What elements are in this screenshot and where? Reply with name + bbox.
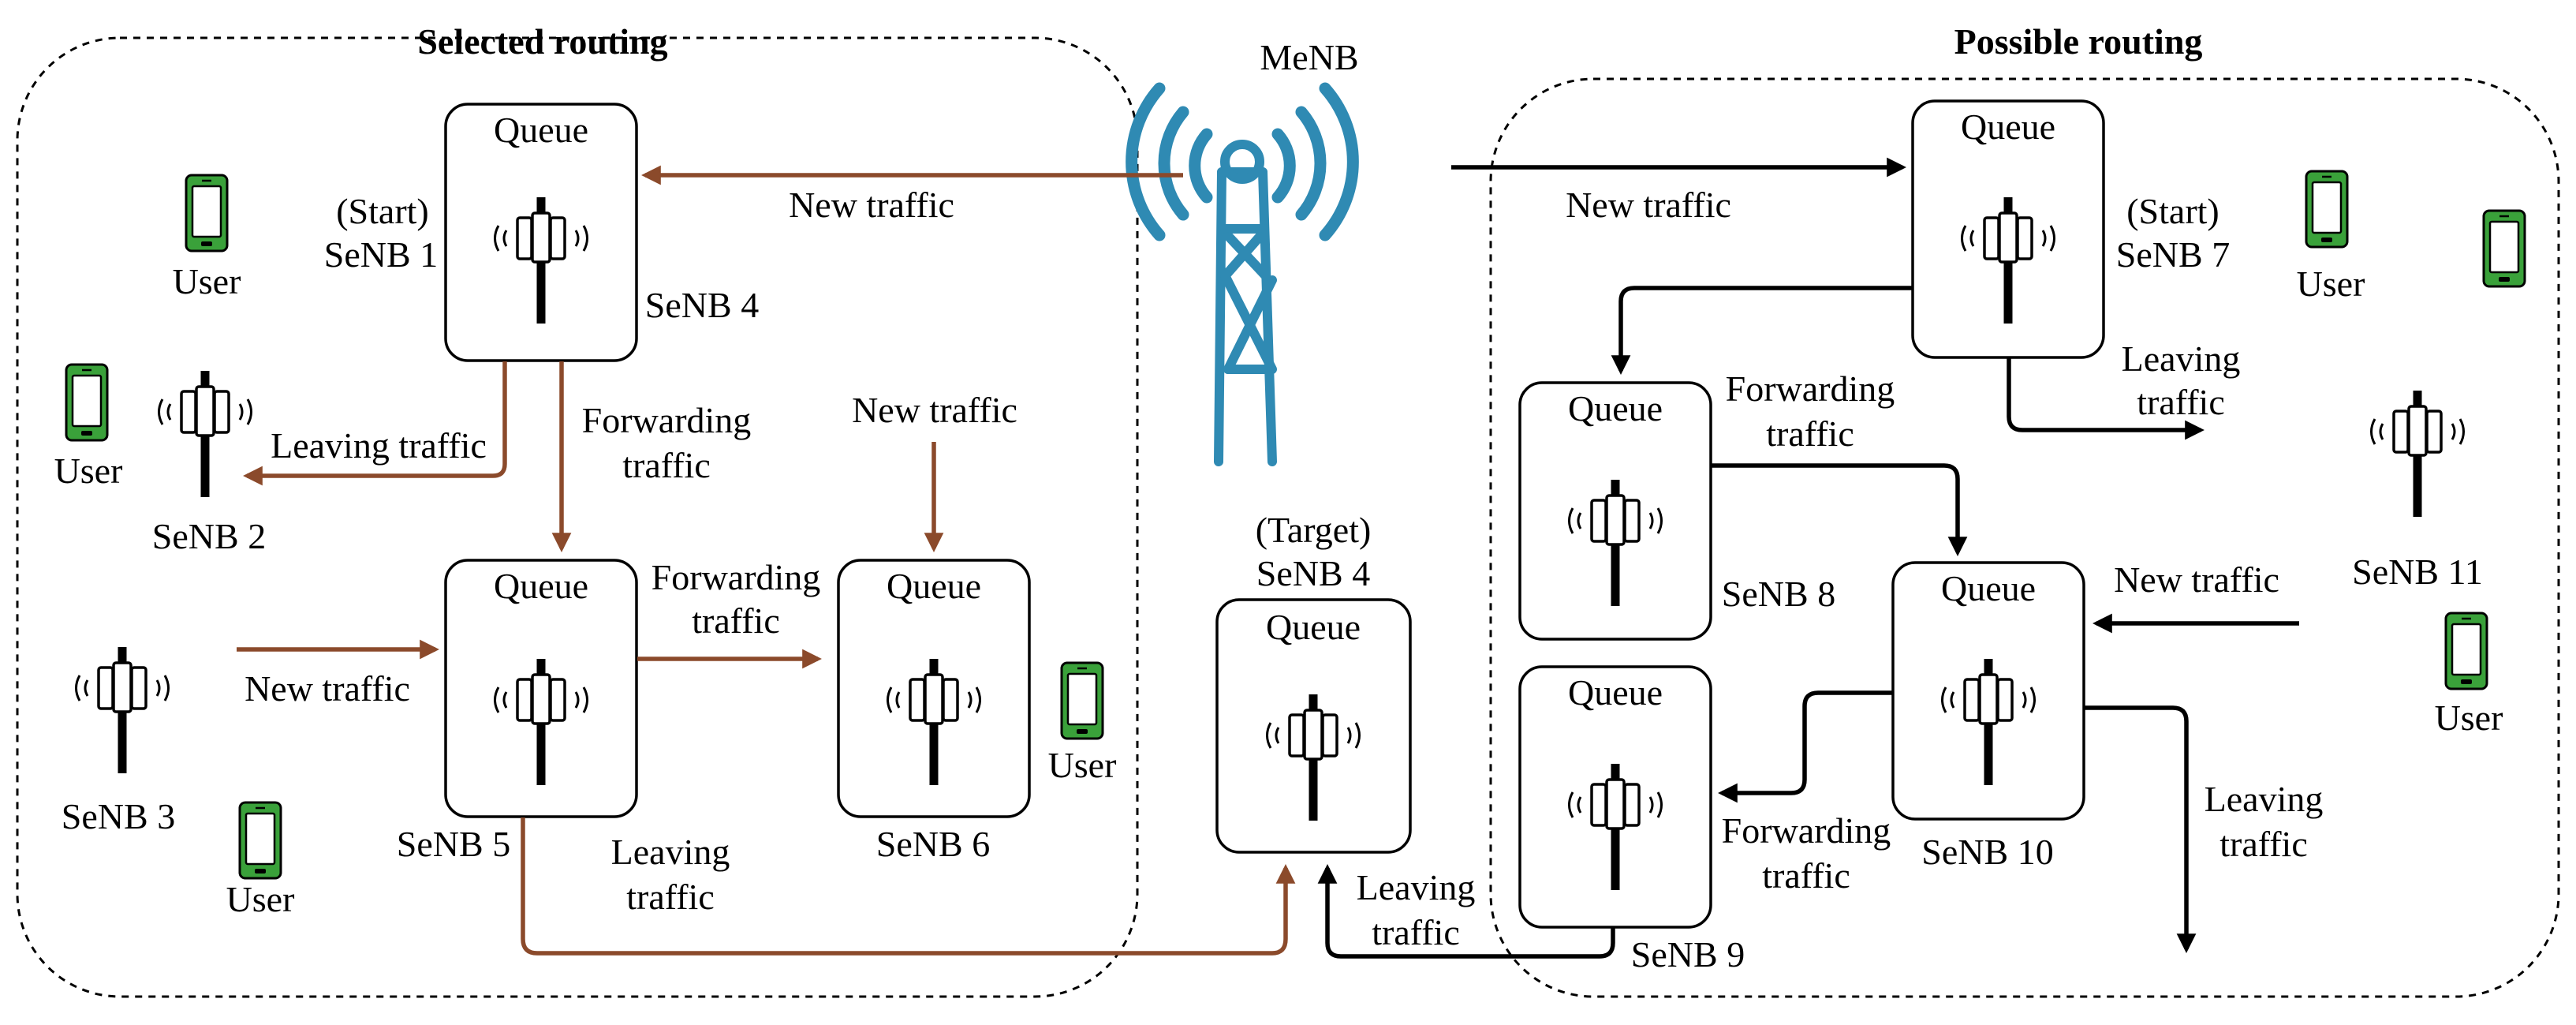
- senb3-label: SeNB 3: [62, 796, 175, 836]
- senb1-start-label: (Start): [336, 191, 429, 231]
- small-cell-antenna-icon: [2372, 391, 2464, 517]
- smartphone-icon: [65, 363, 109, 442]
- traffic-label: traffic: [1766, 413, 1854, 454]
- leaving-label: Leaving: [2122, 339, 2241, 379]
- cell-tower-icon: [1126, 82, 1359, 466]
- traffic-label: traffic: [1762, 855, 1850, 896]
- leaving-label: Leaving: [1357, 867, 1476, 907]
- possible-routing-region: [1489, 77, 2560, 998]
- traffic-label: traffic: [626, 877, 715, 917]
- queue-box-senb8: Queue: [1518, 381, 1712, 641]
- traffic-label: traffic: [692, 600, 780, 641]
- forwarding-label: Forwarding: [651, 557, 821, 597]
- leaving-traffic-arrow-senb1: [243, 361, 507, 486]
- forwarding-arrow-senb10-to-senb9: [1718, 690, 1893, 803]
- senb4-target-label: SeNB 4: [1256, 553, 1370, 593]
- smartphone-icon: [2482, 209, 2526, 288]
- senb10-label: SeNB 10: [1921, 832, 2053, 872]
- user-label: User: [173, 261, 241, 301]
- senb9-label: SeNB 9: [1631, 934, 1745, 974]
- smartphone-icon: [2444, 612, 2488, 690]
- new-traffic-label: New traffic: [1566, 185, 1731, 225]
- queue-label: Queue: [1941, 568, 2036, 608]
- queue-label: Queue: [1266, 607, 1361, 647]
- leaving-traffic-arrow-senb10: [2085, 705, 2197, 953]
- forwarding-arrow-senb8-to-senb10: [1712, 463, 1968, 556]
- leaving-traffic-arrow-senb7: [2007, 357, 2205, 440]
- user-label: User: [2297, 264, 2365, 304]
- senb2-label: SeNB 2: [152, 516, 266, 556]
- smartphone-icon: [238, 801, 282, 880]
- senb8-label: SeNB 8: [1722, 574, 1835, 614]
- selected-routing-region: [16, 36, 1139, 998]
- traffic-label: traffic: [2219, 824, 2308, 864]
- leaving-traffic-arrow-senb5-to-senb4: [521, 817, 1296, 956]
- user-label: User: [54, 451, 123, 491]
- traffic-label: traffic: [1372, 912, 1460, 952]
- user-label: User: [1048, 745, 1117, 785]
- leaving-label: Leaving: [611, 832, 730, 872]
- queue-label: Queue: [1568, 388, 1663, 428]
- senb7-start-label: (Start): [2126, 191, 2219, 231]
- queue-box-senb10: Queue: [1891, 561, 2085, 821]
- senb4-target-prefix: (Target): [1256, 510, 1372, 550]
- queue-label: Queue: [887, 566, 981, 606]
- senb1-label: SeNB 1: [324, 234, 438, 275]
- traffic-label: traffic: [622, 445, 711, 485]
- leaving-label: Leaving: [2205, 779, 2324, 819]
- senb6-label: SeNB 6: [876, 824, 990, 864]
- forwarding-label: Forwarding: [1726, 368, 1895, 409]
- queue-box-senb5: Queue: [444, 559, 638, 818]
- queue-label: Queue: [1568, 672, 1663, 713]
- forwarding-label: Forwarding: [582, 400, 752, 440]
- user-label: User: [2435, 698, 2503, 738]
- senb7-label: SeNB 7: [2116, 234, 2230, 275]
- queue-box-senb9: Queue: [1518, 665, 1712, 929]
- smartphone-icon: [1060, 661, 1104, 740]
- leaving-traffic-arrow-senb9-to-senb4: [1317, 864, 1615, 959]
- possible-routing-title: Possible routing: [1954, 21, 2203, 62]
- queue-box-senb6: Queue: [837, 559, 1031, 818]
- leaving-traffic-label: Leaving traffic: [271, 425, 487, 466]
- senb11-label: SeNB 11: [2352, 552, 2483, 592]
- forwarding-label: Forwarding: [1722, 810, 1891, 851]
- queue-label: Queue: [494, 566, 588, 606]
- small-cell-antenna-icon: [159, 371, 252, 497]
- senb4-left-label: SeNB 4: [645, 285, 759, 325]
- smartphone-icon: [185, 174, 229, 253]
- new-traffic-label: New traffic: [852, 390, 1017, 430]
- queue-label: Queue: [1961, 107, 2055, 147]
- smartphone-icon: [2305, 170, 2349, 249]
- forwarding-arrow-senb7-to-senb8: [1611, 286, 1913, 375]
- small-cell-antenna-icon: [77, 647, 169, 773]
- senb5-label: SeNB 5: [397, 824, 510, 864]
- new-traffic-label: New traffic: [789, 185, 954, 225]
- queue-label: Queue: [494, 110, 588, 150]
- new-traffic-label: New traffic: [245, 668, 410, 709]
- queue-box-senb4-target: Queue: [1215, 598, 1412, 854]
- menb-label: MeNB: [1260, 37, 1358, 77]
- user-label: User: [226, 879, 295, 919]
- selected-routing-title: Selected routing: [417, 21, 667, 62]
- queue-box-senb1: Queue: [444, 103, 638, 362]
- queue-box-senb7: Queue: [1911, 99, 2105, 359]
- new-traffic-label: New traffic: [2114, 559, 2279, 600]
- traffic-label: traffic: [2137, 382, 2225, 422]
